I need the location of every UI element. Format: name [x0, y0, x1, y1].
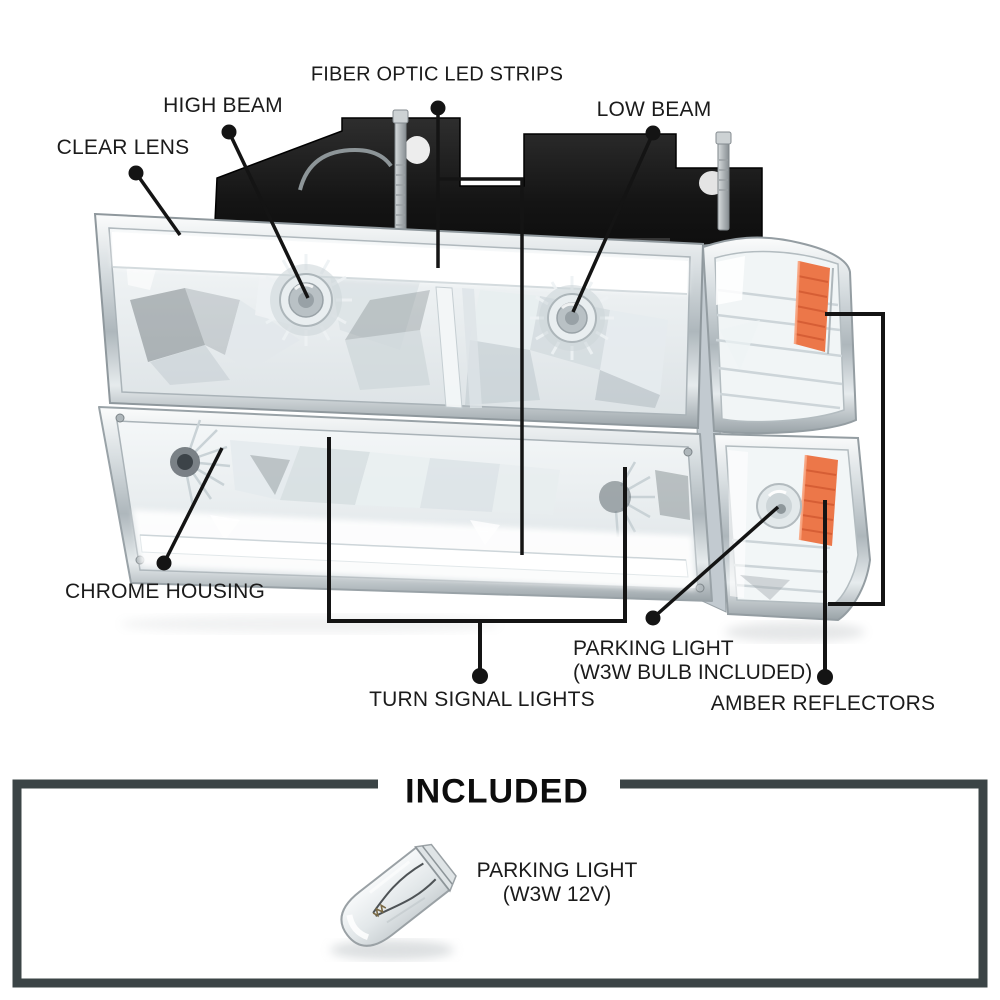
parking-light-line2: (W3W BULB INCLUDED)	[573, 661, 813, 684]
included-frame	[12, 779, 988, 988]
callout-lines	[128, 100, 885, 685]
callout-line-high-beam	[221, 124, 310, 299]
callout-label-parking-light: PARKING LIGHT (W3W BULB INCLUDED)	[573, 637, 812, 685]
amber-reflector-upper	[795, 261, 830, 352]
callout-line-fiber-optic	[430, 100, 524, 555]
callout-line-turn-signal	[327, 437, 627, 684]
included-bulb	[330, 843, 457, 960]
callout-label-fiber-optic-led-strips: FIBER OPTIC LED STRIPS	[310, 63, 564, 86]
callout-label-high-beam: HIGH BEAM	[163, 94, 283, 117]
lower-corner-lamp	[712, 432, 872, 622]
callout-line-amber-reflectors	[817, 312, 885, 685]
callout-line-low-beam	[571, 125, 661, 313]
callout-line-parking-light	[645, 505, 780, 626]
lower-lens-facets	[170, 419, 690, 545]
parking-light-line1: PARKING LIGHT	[573, 637, 734, 660]
upper-corner-lamp	[701, 236, 858, 435]
bracket-hole-left	[404, 136, 430, 164]
upper-corner-slats	[715, 256, 843, 410]
amber-reflector-lower	[800, 455, 838, 546]
callout-label-low-beam: LOW BEAM	[596, 98, 712, 121]
callout-label-turn-signal-lights: TURN SIGNAL LIGHTS	[369, 688, 595, 711]
retainer-wire	[298, 147, 393, 191]
low-beam-bulb	[530, 276, 614, 360]
included-title: INCLUDED	[405, 772, 589, 811]
included-item-spec: (W3W 12V)	[502, 883, 612, 906]
included-item-name: PARKING LIGHT	[476, 859, 638, 882]
callout-line-clear-lens	[128, 165, 182, 237]
callout-line-chrome-housing	[156, 447, 224, 571]
lower-corner-slats	[728, 450, 831, 600]
lower-light-bar	[98, 406, 713, 602]
callout-label-amber-reflectors: AMBER REFLECTORS	[710, 692, 936, 715]
upper-headlight	[93, 212, 705, 430]
callout-label-clear-lens: CLEAR LENS	[56, 136, 190, 159]
callout-label-chrome-housing: CHROME HOUSING	[65, 580, 265, 603]
